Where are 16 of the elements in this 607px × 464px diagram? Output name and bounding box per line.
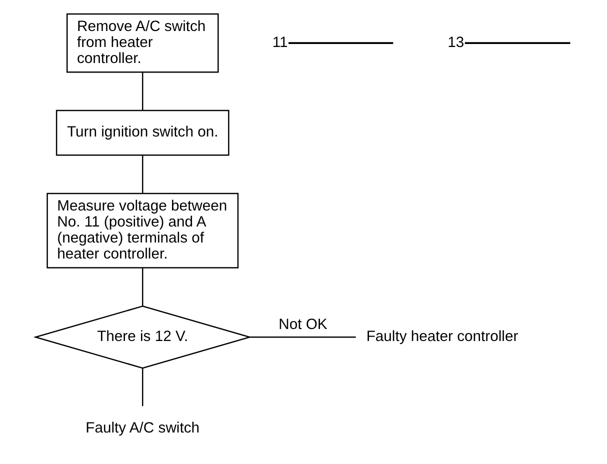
connector	[142, 154, 144, 193]
node-box: Remove A/C switch from heater controller.	[66, 12, 219, 72]
edge-label: Not OK	[278, 316, 328, 333]
connector	[142, 72, 144, 110]
connector	[142, 368, 144, 406]
connector	[464, 42, 570, 44]
node-text: 11	[272, 34, 288, 50]
node-text: Faulty A/C switch	[86, 420, 200, 436]
connector	[288, 42, 394, 44]
connector	[142, 268, 144, 306]
node-box: Measure voltage between No. 11 (positive) and A (negative) terminals of heater controller.	[46, 192, 239, 268]
connector	[250, 336, 356, 338]
node-diamond: There is 12 V.	[33, 305, 252, 368]
node-box: Turn ignition switch on.	[56, 109, 230, 156]
node-text: Faulty heater controller	[366, 328, 518, 344]
node-text: 13	[448, 34, 464, 50]
